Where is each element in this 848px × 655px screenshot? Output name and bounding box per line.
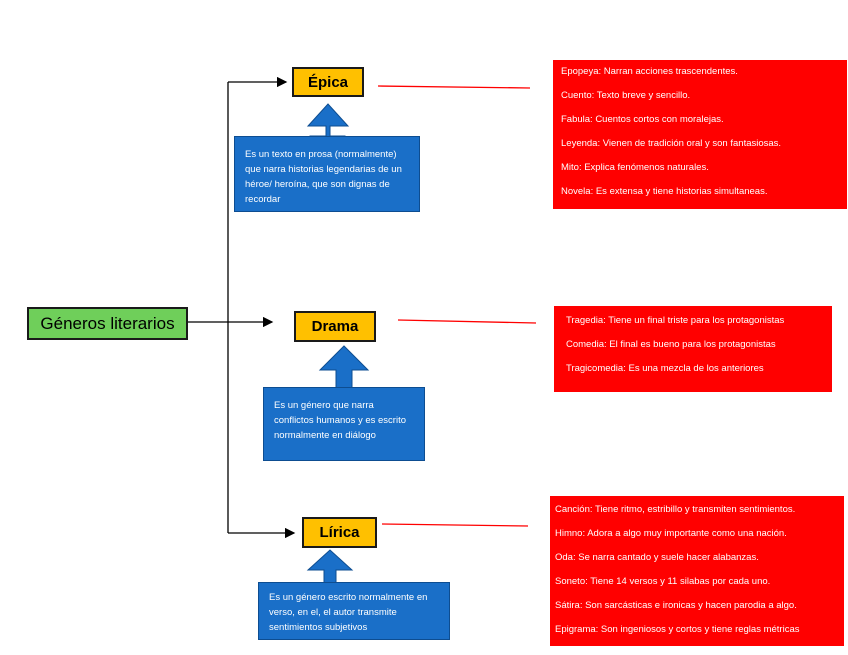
lirica-node: Lírica bbox=[302, 517, 377, 548]
list-item: Mito: Explica fenómenos naturales. bbox=[561, 162, 709, 173]
epica-up-arrow bbox=[306, 103, 350, 138]
epica-node: Épica bbox=[292, 67, 364, 97]
list-item: Oda: Se narra cantado y suele hacer alab… bbox=[555, 552, 759, 563]
list-item: Canción: Tiene ritmo, estribillo y trans… bbox=[555, 504, 796, 515]
list-item: Soneto: Tiene 14 versos y 11 silabas por… bbox=[555, 576, 771, 587]
drama-up-arrow bbox=[318, 345, 370, 389]
drama-node: Drama bbox=[294, 311, 376, 342]
lirica-list-connector bbox=[381, 523, 529, 527]
lirica-description: Es un género escrito normalmente en vers… bbox=[269, 592, 428, 633]
drama-title: Drama bbox=[311, 318, 359, 335]
lirica-title: Lírica bbox=[319, 524, 360, 541]
list-item: Leyenda: Vienen de tradición oral y son … bbox=[561, 138, 782, 149]
list-item: Fabula: Cuentos cortos con moralejas. bbox=[561, 114, 724, 125]
list-item: Epigrama: Son ingeniosos y cortos y tien… bbox=[555, 624, 800, 635]
epica-title: Épica bbox=[307, 73, 349, 91]
lirica-description-box: Es un género escrito normalmente en vers… bbox=[258, 582, 450, 640]
drama-description: Es un género que narra conflictos humano… bbox=[274, 400, 407, 441]
drama-description-box: Es un género que narra conflictos humano… bbox=[263, 387, 425, 461]
epica-list-box: Epopeya: Narran acciones trascendentes. … bbox=[553, 60, 847, 209]
root-node: Géneros literarios bbox=[27, 307, 188, 340]
epica-description-box: Es un texto en prosa (normalmente) que n… bbox=[234, 136, 420, 212]
list-item: Tragedia: Tiene un final triste para los… bbox=[566, 315, 785, 326]
list-item: Epopeya: Narran acciones trascendentes. bbox=[561, 66, 738, 77]
lirica-list-box: Canción: Tiene ritmo, estribillo y trans… bbox=[550, 496, 844, 646]
list-item: Himno: Adora a algo muy importante como … bbox=[555, 528, 787, 539]
list-item: Cuento: Texto breve y sencillo. bbox=[561, 90, 691, 101]
epica-list-connector bbox=[377, 85, 531, 89]
list-item: Comedia: El final es bueno para los prot… bbox=[566, 339, 776, 350]
epica-description: Es un texto en prosa (normalmente) que n… bbox=[245, 149, 402, 205]
list-item: Novela: Es extensa y tiene historias sim… bbox=[561, 186, 768, 197]
list-item: Sátira: Son sarcásticas e ironicas y hac… bbox=[555, 600, 797, 611]
list-item: Tragicomedia: Es una mezcla de los anter… bbox=[566, 363, 764, 374]
lirica-up-arrow bbox=[306, 549, 354, 584]
root-label: Géneros literarios bbox=[40, 313, 175, 333]
drama-list-connector bbox=[397, 319, 537, 324]
drama-list-box: Tragedia: Tiene un final triste para los… bbox=[554, 306, 832, 392]
